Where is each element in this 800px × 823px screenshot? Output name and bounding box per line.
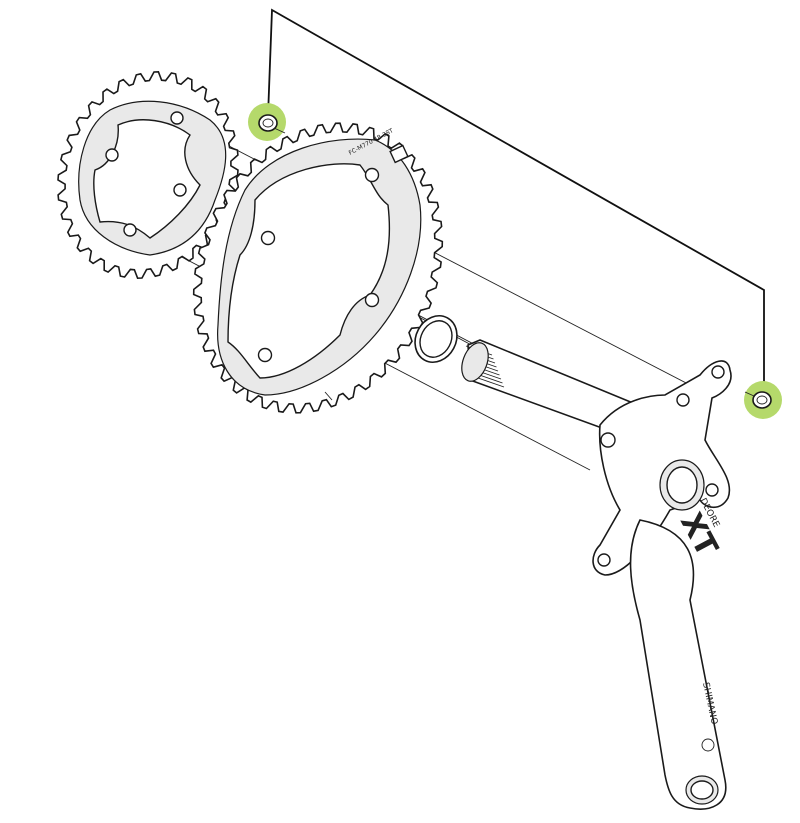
crank-arm: XT DEORE SHIMANO — [461, 339, 732, 810]
spindle-spline — [477, 377, 505, 388]
spacer-ring — [414, 315, 458, 363]
chainring-bolt-top — [248, 103, 286, 141]
chainring-bolt-right — [744, 381, 782, 419]
small-chainring — [57, 70, 239, 280]
leader-bracket — [267, 8, 765, 385]
large-chainring: FC-M770 48-38T — [192, 122, 444, 414]
